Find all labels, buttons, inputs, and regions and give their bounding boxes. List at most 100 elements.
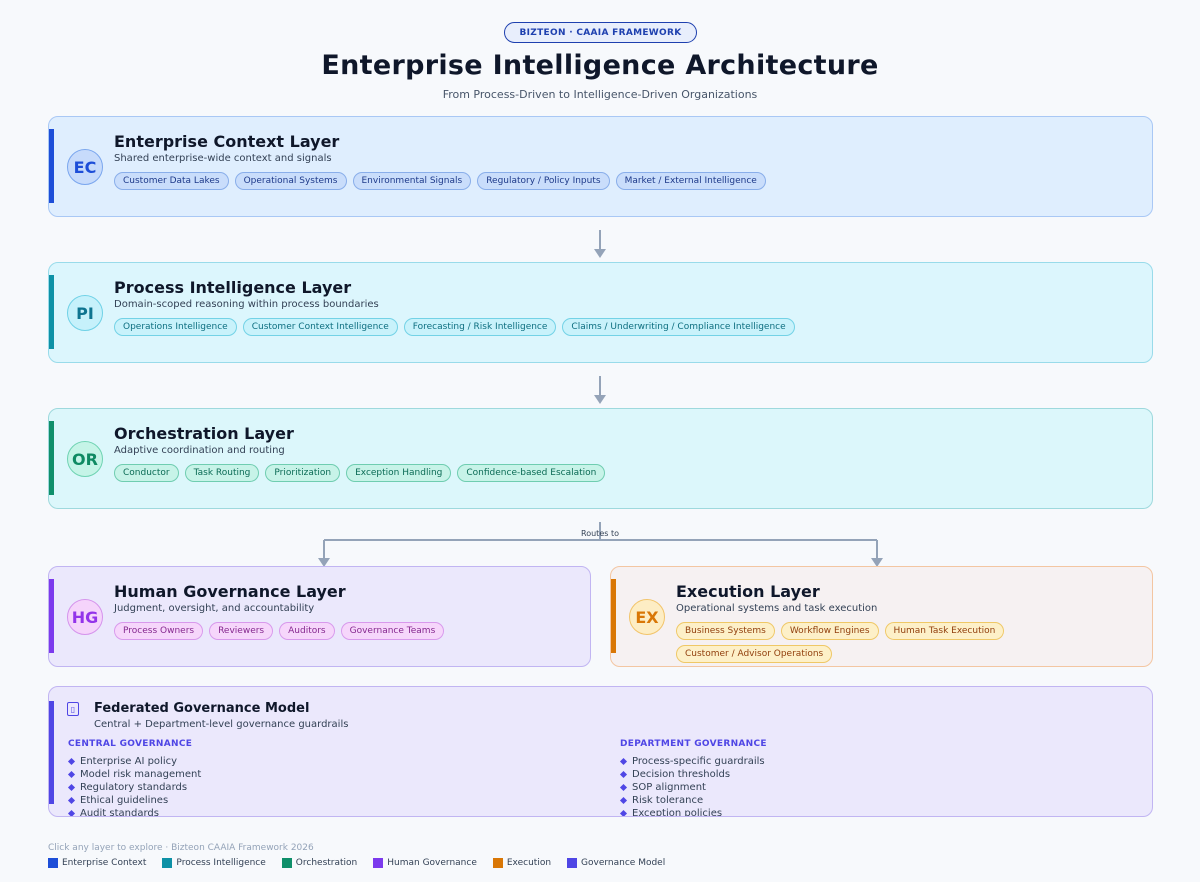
federated-governance-panel[interactable]: ▯ Federated Governance Model Central + D… [48,686,1153,817]
legend-label: Enterprise Context [62,858,147,868]
component-chip[interactable]: Conductor [114,464,179,482]
layer-accent-bar [49,579,54,653]
governance-item-label: Exception policies [632,808,723,817]
component-chip[interactable]: Reviewers [209,622,274,640]
layer-chips: Business Systems Workflow Engines Human Ta… [676,622,1016,663]
layer-description: Judgment, oversight, and accountability [114,603,315,614]
governance-item: Decision thresholds [619,768,767,781]
governance-description: Central + Department-level governance gu… [94,719,349,730]
flow-arrow-line [599,230,601,250]
layer-process-intelligence[interactable]: PI Process Intelligence Layer Domain-sco… [48,262,1153,363]
layer-description: Shared enterprise-wide context and signa… [114,153,332,164]
legend-label: Human Governance [387,858,477,868]
legend-swatch [373,858,384,868]
legend-label: Orchestration [295,858,358,868]
governance-item: Audit standards [67,807,201,816]
governance-item-label: Risk tolerance [632,795,704,806]
legend-item: Enterprise Context [48,858,146,868]
layer-human-governance[interactable]: HG Human Governance Layer Judgment, over… [48,566,591,667]
governance-item-label: Ethical guidelines [80,795,169,806]
layer-accent-bar [611,579,616,653]
governance-item: Ethical guidelines [67,794,201,807]
component-chip[interactable]: Operations Intelligence [114,318,237,336]
governance-item: Enterprise AI policy [67,755,201,768]
component-chip[interactable]: Environmental Signals [352,172,472,190]
bullet-icon [67,796,76,805]
bullet-icon [619,770,628,779]
layer-execution[interactable]: EX Execution Layer Operational systems a… [610,566,1153,667]
component-chip[interactable]: Operational Systems [234,172,347,190]
layer-description: Operational systems and task execution [676,603,878,614]
governance-item-label: Enterprise AI policy [80,756,178,767]
layer-description: Domain-scoped reasoning within process b… [114,299,379,310]
layer-name: Execution Layer [676,582,820,601]
governance-item: Exception policies [619,807,767,817]
component-chip[interactable]: Regulatory / Policy Inputs [477,172,610,190]
component-chip[interactable]: Human Task Execution [884,622,1005,640]
flow-arrowhead [594,395,606,404]
component-chip[interactable]: Governance Teams [340,622,445,640]
central-governance-heading: CENTRAL GOVERNANCE [68,739,193,749]
layer-abbr-badge: OR [67,441,103,477]
layer-chips: Customer Data Lakes Operational Systems En… [114,172,1134,190]
governance-item-label: Decision thresholds [632,769,731,780]
legend-swatch [48,858,58,868]
component-chip[interactable]: Auditors [279,622,335,640]
governance-item: Regulatory standards [67,781,201,794]
component-chip[interactable]: Workflow Engines [780,622,879,640]
legend-swatch [281,858,292,868]
page-title: Enterprise Intelligence Architecture [321,50,879,81]
legend-item: Governance Model [567,858,665,868]
component-chip[interactable]: Customer / Advisor Operations [676,645,833,663]
component-chip[interactable]: Confidence-based Escalation [457,464,606,482]
legend-item: Execution [492,858,552,868]
flow-arrow-line [599,376,601,396]
governance-item-label: Model risk management [80,769,202,780]
layer-accent-bar [49,129,54,203]
legend-item: Orchestration [281,858,358,868]
layer-enterprise-context[interactable]: EC Enterprise Context Layer Shared enter… [48,116,1153,217]
layer-abbr-badge: HG [67,599,103,635]
component-chip[interactable]: Customer Data Lakes [114,172,229,190]
legend-label: Execution [506,858,552,868]
flow-arrowhead [594,249,606,258]
governance-item: SOP alignment [619,781,767,794]
framework-badge: BIZTEON · CAAIA FRAMEWORK [504,22,697,43]
bullet-icon [67,809,76,816]
shield-icon: ▯ [67,702,79,716]
layer-chips: Operations Intelligence Customer Context … [114,318,1134,336]
component-chip[interactable]: Prioritization [265,464,341,482]
governance-accent-bar [49,701,54,804]
legend-label: Governance Model [581,858,666,868]
legend-label: Process Intelligence [176,858,266,868]
governance-title: Federated Governance Model [94,701,310,716]
bullet-icon [619,783,628,792]
layer-description: Adaptive coordination and routing [114,445,285,456]
component-chip[interactable]: Claims / Underwriting / Compliance Intel… [562,318,795,336]
layer-name: Process Intelligence Layer [114,278,352,297]
legend-swatch [492,858,503,868]
component-chip[interactable]: Customer Context Intelligence [242,318,398,336]
layer-chips: Conductor Task Routing Prioritization Excep… [114,464,1134,482]
component-chip[interactable]: Exception Handling [346,464,452,482]
bullet-icon [67,770,76,779]
layer-orchestration[interactable]: OR Orchestration Layer Adaptive coordina… [48,408,1153,509]
governance-item-label: Process-specific guardrails [632,756,765,767]
layer-name: Enterprise Context Layer [114,132,340,151]
governance-item: Process-specific guardrails [619,755,767,768]
layer-name: Orchestration Layer [114,424,294,443]
routing-connector [318,522,883,567]
component-chip[interactable]: Business Systems [676,622,775,640]
component-chip[interactable]: Market / External Intelligence [615,172,766,190]
bullet-icon [619,809,628,816]
component-chip[interactable]: Process Owners [114,622,204,640]
component-chip[interactable]: Task Routing [184,464,260,482]
component-chip[interactable]: Forecasting / Risk Intelligence [403,318,557,336]
department-governance-heading: DEPARTMENT GOVERNANCE [620,739,767,749]
layer-accent-bar [49,275,54,349]
governance-item: Model risk management [67,768,202,781]
legend-item: Process Intelligence [162,858,266,868]
